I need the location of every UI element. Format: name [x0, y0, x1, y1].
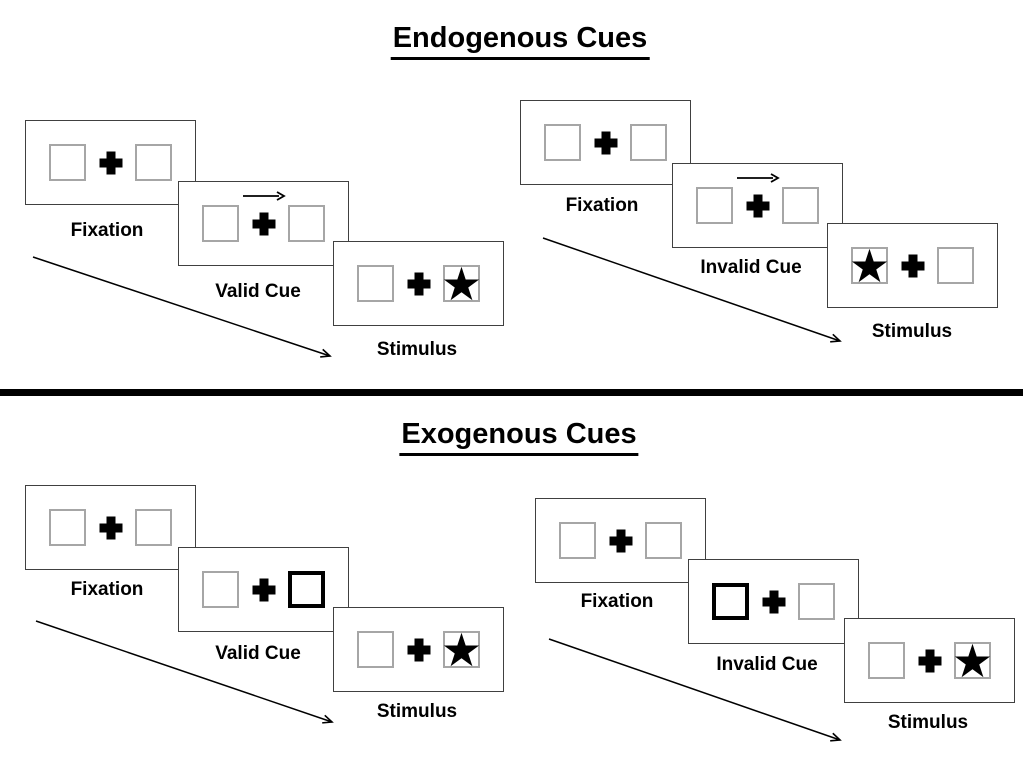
timeline-arrow-exogenous-invalid — [548, 638, 842, 742]
right-box — [630, 124, 667, 161]
panel-label-valid-cue: Valid Cue — [215, 281, 301, 302]
cue-arrow-right-icon — [736, 173, 780, 183]
fixation-screen — [535, 498, 706, 583]
left-box: ★ — [848, 238, 891, 293]
fixation-cross-icon — [594, 131, 617, 154]
panel-label-fixation: Fixation — [70, 220, 144, 241]
right-box: ★ — [440, 622, 483, 677]
fixation-cross-icon — [918, 649, 941, 672]
fixation-screen — [25, 485, 196, 570]
left-box — [868, 642, 905, 679]
fixation-cross-icon — [252, 578, 275, 601]
panel-label-fixation: Fixation — [565, 195, 639, 216]
panel-label-stimulus: Stimulus — [871, 321, 953, 342]
panel-label-stimulus: Stimulus — [376, 701, 458, 722]
panel-label-fixation: Fixation — [70, 579, 144, 600]
highlighted-cue-box — [712, 583, 749, 620]
right-box — [782, 187, 819, 224]
panel-label-stimulus: Stimulus — [376, 339, 458, 360]
timeline-arrow-endogenous-invalid — [542, 237, 842, 343]
left-box — [49, 509, 86, 546]
fixation-cross-icon — [407, 272, 430, 295]
section-title-endogenous: Endogenous Cues — [390, 22, 650, 60]
cue-arrow-right-icon — [242, 191, 286, 201]
timeline-arrow-exogenous-valid — [35, 620, 334, 724]
left-box — [559, 522, 596, 559]
right-box: ★ — [440, 256, 483, 311]
left-box — [202, 205, 239, 242]
section-title-exogenous: Exogenous Cues — [399, 418, 639, 456]
fixation-cross-icon — [252, 212, 275, 235]
left-box — [544, 124, 581, 161]
stimulus-screen: ★ — [844, 618, 1015, 703]
fixation-screen — [520, 100, 691, 185]
star-icon: ★ — [951, 633, 994, 688]
right-box — [135, 144, 172, 181]
fixation-cross-icon — [762, 590, 785, 613]
panel-label-valid-cue: Valid Cue — [215, 643, 301, 664]
panel-label-fixation: Fixation — [580, 591, 654, 612]
star-icon: ★ — [440, 622, 483, 677]
fixation-screen — [25, 120, 196, 205]
right-box: ★ — [951, 633, 994, 688]
star-icon: ★ — [440, 256, 483, 311]
star-icon: ★ — [848, 238, 891, 293]
right-box — [798, 583, 835, 620]
fixation-cross-icon — [407, 638, 430, 661]
stimulus-screen: ★ — [827, 223, 998, 308]
cue-screen — [672, 163, 843, 248]
left-box — [696, 187, 733, 224]
fixation-cross-icon — [99, 151, 122, 174]
right-box — [937, 247, 974, 284]
fixation-cross-icon — [609, 529, 632, 552]
cue-screen — [688, 559, 859, 644]
fixation-cross-icon — [99, 516, 122, 539]
right-box — [288, 205, 325, 242]
panel-label-invalid-cue: Invalid Cue — [700, 257, 802, 278]
cue-screen — [178, 547, 349, 632]
stimulus-screen: ★ — [333, 607, 504, 692]
cue-screen — [178, 181, 349, 266]
fixation-cross-icon — [901, 254, 924, 277]
left-box — [202, 571, 239, 608]
left-box — [357, 631, 394, 668]
right-box — [135, 509, 172, 546]
right-box — [645, 522, 682, 559]
panel-label-invalid-cue: Invalid Cue — [716, 654, 818, 675]
highlighted-cue-box — [288, 571, 325, 608]
fixation-cross-icon — [746, 194, 769, 217]
panel-label-stimulus: Stimulus — [887, 712, 969, 733]
left-box — [49, 144, 86, 181]
stimulus-screen: ★ — [333, 241, 504, 326]
section-divider — [0, 389, 1023, 396]
timeline-arrow-endogenous-valid — [32, 256, 332, 358]
left-box — [357, 265, 394, 302]
